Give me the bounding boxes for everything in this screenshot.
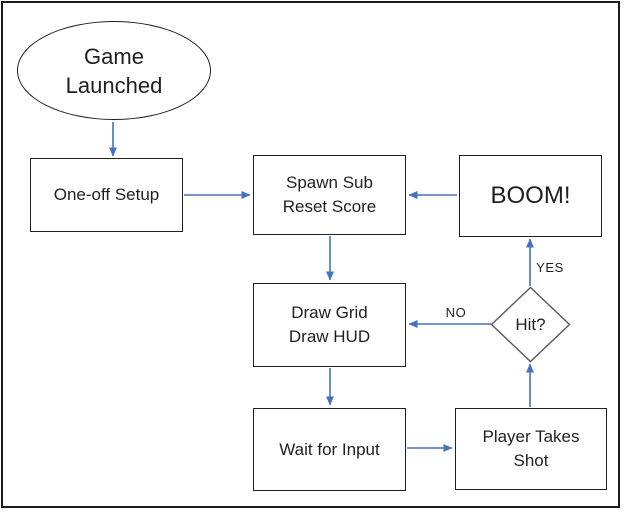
node-player-takes-shot: Player Takes Shot: [455, 408, 607, 490]
node-label-line: Draw Grid: [291, 303, 368, 322]
node-game-launched: Game Launched: [17, 21, 211, 120]
node-draw-grid-draw-hud: Draw Grid Draw HUD: [253, 283, 406, 367]
diamond-shape: [490, 286, 571, 363]
node-label-line: Wait for Input: [279, 439, 380, 459]
outer-border: [1, 1, 620, 508]
node-label-line: Hit?: [515, 314, 546, 334]
node-spawn-sub-reset-score: Spawn Sub Reset Score: [253, 155, 406, 235]
node-label-line: Draw HUD: [288, 327, 371, 346]
node-one-off-setup: One-off Setup: [30, 158, 183, 232]
node-wait-for-input: Wait for Input: [253, 408, 406, 491]
node-boom: BOOM!: [459, 155, 602, 237]
node-label-line: One-off Setup: [53, 185, 160, 204]
node-label-line: BOOM!: [490, 182, 571, 209]
node-hit-decision: Hit?: [490, 286, 571, 363]
node-label-line: Reset Score: [282, 197, 377, 216]
edge-label-yes: YES: [536, 260, 564, 275]
edge-label-no: NO: [445, 305, 467, 320]
node-label-line: Launched: [65, 72, 163, 98]
node-label-line: Spawn Sub: [286, 173, 373, 192]
node-label-line: Player Takes: [482, 427, 580, 446]
node-label-line: Game: [84, 43, 144, 69]
node-label-line: Shot: [513, 451, 549, 470]
